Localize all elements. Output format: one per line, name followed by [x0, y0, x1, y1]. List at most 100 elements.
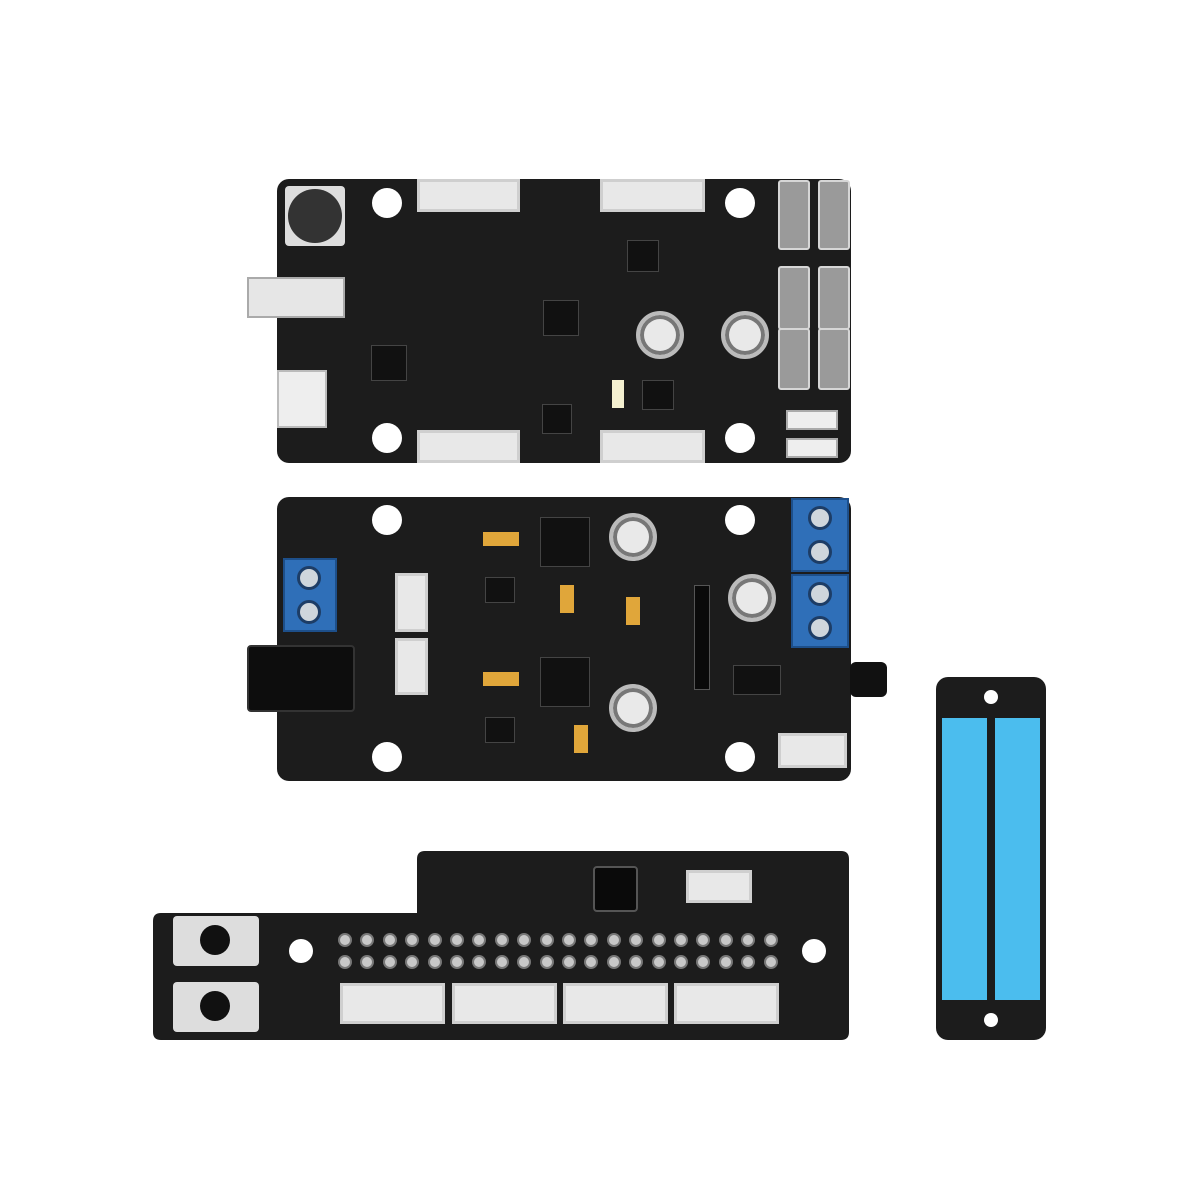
ic-chip [642, 380, 674, 410]
mount-hole [984, 690, 998, 704]
capacitor [636, 311, 684, 359]
side-connector [778, 328, 810, 390]
mount-hole [372, 505, 402, 535]
resistor [626, 597, 640, 625]
header-pin [360, 933, 375, 947]
mount-hole [802, 939, 826, 963]
header-pin [606, 933, 621, 947]
mount-hole [725, 505, 755, 535]
header-pin [517, 955, 532, 969]
capacitor [721, 311, 769, 359]
connector [395, 573, 428, 632]
side-connector [818, 180, 850, 250]
connector [686, 870, 752, 903]
screw [808, 540, 832, 564]
switch [786, 410, 838, 430]
header-pin [741, 933, 756, 947]
header-pin [338, 933, 352, 947]
ic-chip [627, 240, 659, 272]
switch [786, 438, 838, 458]
header-pin [472, 933, 487, 947]
connector [563, 983, 668, 1024]
bottom-connector-1 [417, 430, 520, 463]
mount-hole [372, 188, 402, 218]
header-pin [696, 933, 711, 947]
header-pin [584, 933, 599, 947]
header-pin [427, 955, 442, 969]
header-pin [674, 955, 688, 969]
header-pin [382, 955, 397, 969]
header-pin [539, 933, 554, 947]
screw [297, 600, 321, 624]
header-pin [696, 955, 711, 969]
ic-chip [543, 300, 579, 336]
screw [808, 616, 832, 640]
header-pin [450, 955, 464, 969]
header-pin [405, 933, 420, 947]
led [612, 380, 624, 408]
header-pin [718, 955, 733, 969]
mount-hole [372, 742, 402, 772]
buzzer-top [288, 189, 342, 243]
ic-chip [542, 404, 572, 434]
screw [808, 582, 832, 606]
screw [808, 506, 832, 530]
ic-chip [485, 577, 515, 603]
mount-hole [725, 188, 755, 218]
header-pin [651, 933, 666, 947]
header-pin [405, 955, 420, 969]
connector [778, 733, 847, 768]
header-pin [539, 955, 554, 969]
header-pin [718, 933, 733, 947]
ic-chip [485, 717, 515, 743]
connector [452, 983, 557, 1024]
push-button-cap [200, 925, 230, 955]
side-connector [818, 328, 850, 390]
header-pin [472, 955, 487, 969]
header-pin [763, 955, 778, 969]
mount-hole [984, 1013, 998, 1027]
ic-chip [371, 345, 407, 381]
connector [395, 638, 428, 695]
bottom-connector-2 [600, 430, 705, 463]
header-pin [382, 933, 397, 947]
center-divider [987, 718, 995, 1000]
header-pin [562, 955, 576, 969]
side-connector [778, 180, 810, 250]
header-pin [562, 933, 576, 947]
connector [340, 983, 445, 1024]
header-pin [741, 955, 756, 969]
usb-port [247, 277, 345, 318]
header-pin [651, 955, 666, 969]
slide-switch-knob [850, 662, 887, 697]
header-pin [494, 955, 509, 969]
inductor [540, 657, 590, 707]
push-button-cap [200, 991, 230, 1021]
mount-hole [725, 742, 755, 772]
jumper-header [593, 866, 638, 912]
resistor [560, 585, 574, 613]
mount-hole [289, 939, 313, 963]
header-pin [450, 933, 464, 947]
side-connector [818, 266, 850, 330]
top-connector-1 [417, 179, 520, 212]
resistor [574, 725, 588, 753]
header-pin [360, 955, 375, 969]
regulator [733, 665, 781, 695]
header-pin [338, 955, 352, 969]
inductor [540, 517, 590, 567]
mount-hole [372, 423, 402, 453]
dc-jack [247, 645, 355, 712]
mount-hole [725, 423, 755, 453]
usb-c-port [277, 370, 327, 428]
header-pin [494, 933, 509, 947]
header-pin [763, 933, 778, 947]
capacitor [609, 684, 657, 732]
resistor [483, 532, 519, 546]
top-connector-2 [600, 179, 705, 212]
header-pin [674, 933, 688, 947]
pin-socket [694, 585, 710, 690]
capacitor [609, 513, 657, 561]
header-pin [629, 955, 644, 969]
